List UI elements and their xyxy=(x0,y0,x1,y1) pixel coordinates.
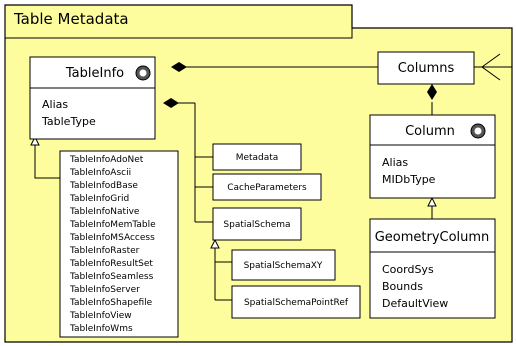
svg-text:SpatialSchema: SpatialSchema xyxy=(223,220,290,230)
subclass-item: TableInfoNative xyxy=(69,207,140,217)
inheritance-arrow-tableinfo xyxy=(30,135,40,146)
column-attr-midbtype: MIDbType xyxy=(382,173,436,186)
subclass-item: TableInfoView xyxy=(69,311,132,321)
inheritance-arrow-column xyxy=(427,196,437,207)
subclass-item: TableInfoAscii xyxy=(69,168,131,178)
geometry-column-attr-coordsys: CoordSys xyxy=(382,263,434,276)
subclass-item: TableInfoMemTable xyxy=(69,220,156,230)
cache-parameters-box: CacheParameters xyxy=(212,173,322,201)
composition-diamond-tableinfo-columns xyxy=(171,62,187,72)
tableinfo-name: TableInfo xyxy=(65,66,124,81)
subclass-item: TableInfoShapefile xyxy=(69,298,153,308)
tableinfo-class: TableInfo Alias TableType xyxy=(29,56,156,140)
subclass-item: TableInfoMSAccess xyxy=(69,233,155,243)
spatial-schema-point-ref-box: SpatialSchemaPointRef xyxy=(231,285,361,319)
tableinfo-attr-alias: Alias xyxy=(42,98,68,111)
spatial-schema-xy-box: SpatialSchemaXY xyxy=(231,249,336,281)
svg-text:Columns: Columns xyxy=(398,61,455,76)
inheritance-arrow-spatialschema xyxy=(210,238,220,249)
column-attr-alias: Alias xyxy=(382,156,408,169)
svg-text:SpatialSchemaXY: SpatialSchemaXY xyxy=(244,261,323,271)
tableinfo-attr-tabletype: TableType xyxy=(41,115,96,128)
column-name: Column xyxy=(405,124,455,139)
svg-text:CacheParameters: CacheParameters xyxy=(227,183,307,193)
subclass-item: TableInfoWms xyxy=(69,324,133,334)
subclass-item: TableInfoResultSet xyxy=(69,259,153,269)
columns-box: Columns xyxy=(377,51,475,85)
tableinfo-interface-icon xyxy=(135,65,151,81)
subclass-item: TableInfoServer xyxy=(69,285,140,295)
connectors xyxy=(34,53,512,301)
column-class: Column Alias MIDbType xyxy=(369,114,496,199)
metadata-box: Metadata xyxy=(212,143,302,171)
subclass-item: TableInfoGrid xyxy=(69,194,129,204)
geometry-column-class: GeometryColumn CoordSys Bounds DefaultVi… xyxy=(369,218,496,319)
subclass-item: TableInfoAdoNet xyxy=(69,155,144,165)
composition-diamond-columns-column xyxy=(427,84,437,100)
composition-diamond-tableinfo-metadata xyxy=(163,98,179,108)
subclass-item: TableInfoSeamless xyxy=(69,272,154,282)
package-title: Table Metadata xyxy=(13,10,129,28)
column-interface-icon xyxy=(470,123,486,139)
geometry-column-name: GeometryColumn xyxy=(375,230,490,245)
tableinfo-subclass-list: TableInfoAdoNet TableInfoAscii TableInfo… xyxy=(59,150,179,338)
svg-text:SpatialSchemaPointRef: SpatialSchemaPointRef xyxy=(244,298,349,308)
subclass-item: TableInfoRaster xyxy=(69,246,140,256)
package-tab-line xyxy=(5,28,353,39)
geometry-column-attr-defaultview: DefaultView xyxy=(382,297,448,310)
spatial-schema-box: SpatialSchema xyxy=(212,207,302,241)
subclass-item: TableInfodBase xyxy=(69,181,138,191)
svg-text:Metadata: Metadata xyxy=(236,153,279,163)
geometry-column-attr-bounds: Bounds xyxy=(382,280,423,293)
